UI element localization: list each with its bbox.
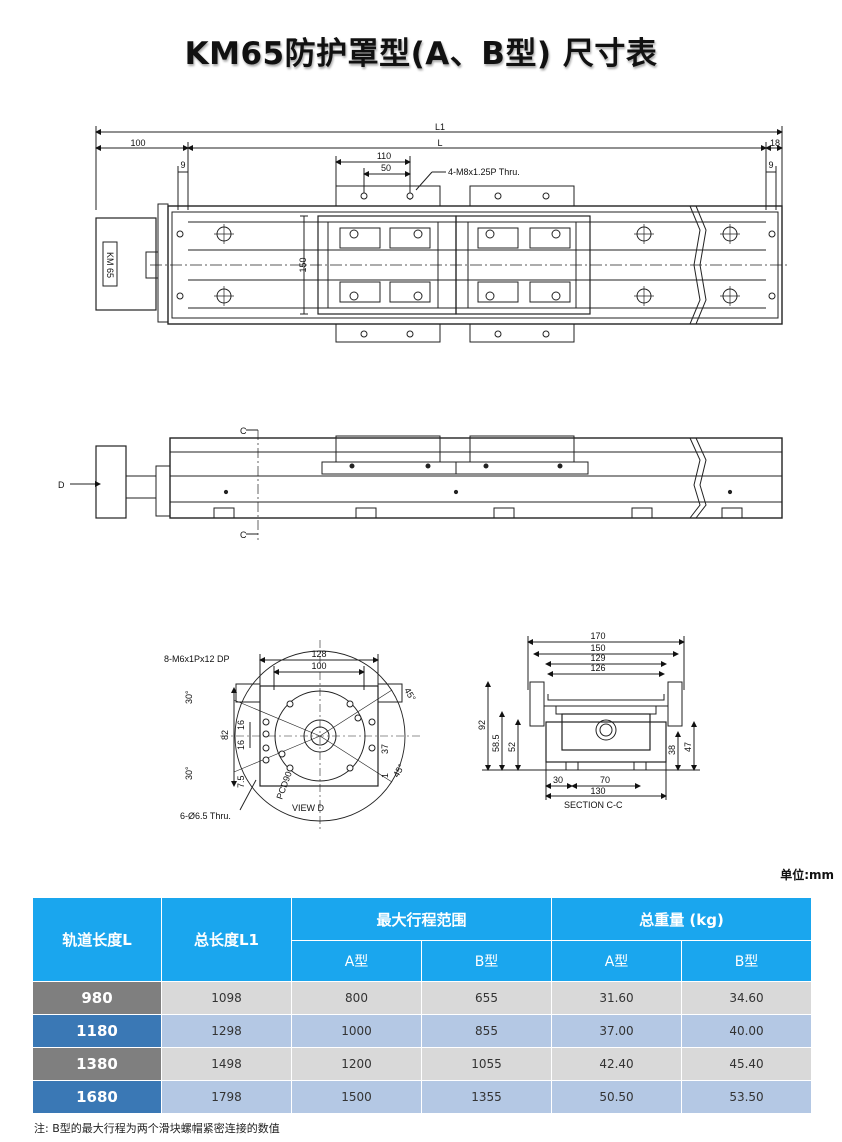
hole-note: 6-Ø6.5 Thru. — [180, 811, 231, 821]
header-weight-type-a: A型 — [551, 940, 683, 982]
dim-150: 150 — [298, 257, 308, 272]
dim-47: 47 — [683, 742, 693, 752]
header-rail-length: 轨道长度L — [32, 897, 162, 982]
technical-drawing: L1 100 L 18 9 9 110 50 4-M8x1.25P Thru. … — [58, 122, 790, 830]
footnote: 注: B型的最大行程为两个滑块螺帽紧密连接的数值 — [34, 1122, 280, 1135]
section-c-bottom: C — [240, 530, 247, 540]
dim-l1: L1 — [435, 122, 445, 132]
dim-37: 37 — [380, 744, 390, 754]
angle-30-top: 30° — [184, 690, 194, 704]
cell-rail-length: 1380 — [32, 1047, 162, 1081]
dim-70: 70 — [600, 775, 610, 785]
header-weight-type-b: B型 — [681, 940, 813, 982]
cell-stroke-b: 1355 — [420, 1080, 553, 1114]
section-c-top: C — [240, 426, 247, 436]
cell-weight-b: 53.50 — [681, 1080, 813, 1114]
cell-rail-length: 1180 — [32, 1014, 162, 1048]
dim-18: 18 — [770, 138, 780, 148]
screw-note: 8-M6x1Px12 DP — [164, 654, 230, 664]
header-total-length: 总长度L1 — [161, 897, 292, 982]
cell-weight-b: 45.40 — [681, 1047, 813, 1081]
cell-stroke-b: 1055 — [420, 1047, 553, 1081]
cell-total-length: 1298 — [161, 1014, 292, 1048]
table-row: 1180 1298 1000 855 37.00 40.00 — [32, 1014, 813, 1048]
cell-weight-a: 37.00 — [551, 1014, 683, 1048]
top-view-labels: L1 100 L 18 9 9 110 50 4-M8x1.25P Thru. … — [105, 122, 780, 278]
dim-7-5: 7.5 — [236, 775, 246, 788]
view-d — [220, 640, 420, 830]
motor-label: KM 65 — [105, 252, 115, 278]
spec-table: 轨道长度L 总长度L1 最大行程范围 总重量 (kg) A型 B型 A型 B型 … — [32, 897, 813, 1114]
header-stroke-type-b: B型 — [420, 940, 553, 982]
cell-rail-length: 980 — [32, 981, 162, 1015]
cell-weight-a: 50.50 — [551, 1080, 683, 1114]
dim-128: 128 — [311, 649, 326, 659]
cell-weight-a: 31.60 — [551, 981, 683, 1015]
table-row: 980 1098 800 655 31.60 34.60 — [32, 981, 813, 1015]
cell-stroke-a: 1200 — [291, 1047, 422, 1081]
view-d-caption: VIEW D — [292, 803, 325, 813]
section-cc-labels: 170 150 129 126 92 58.5 52 38 47 30 70 1… — [477, 631, 693, 810]
header-total-weight: 总重量 (kg) — [551, 897, 813, 941]
section-cc — [482, 636, 700, 800]
cell-stroke-b: 855 — [420, 1014, 553, 1048]
cell-weight-b: 40.00 — [681, 1014, 813, 1048]
view-d-arrow: D — [58, 480, 65, 490]
dim-1: 1 — [380, 773, 390, 778]
table-row: 1380 1498 1200 1055 42.40 45.40 — [32, 1047, 813, 1081]
header-stroke-type-a: A型 — [291, 940, 422, 982]
section-cc-caption: SECTION C-C — [564, 800, 623, 810]
cell-weight-b: 34.60 — [681, 981, 813, 1015]
dim-110: 110 — [377, 151, 391, 161]
dim-92: 92 — [477, 720, 487, 730]
dim-126: 126 — [590, 663, 605, 673]
cell-stroke-b: 655 — [420, 981, 553, 1015]
cell-total-length: 1798 — [161, 1080, 292, 1114]
angle-30-bottom: 30° — [184, 766, 194, 780]
top-view — [95, 126, 790, 343]
cell-total-length: 1098 — [161, 981, 292, 1015]
side-view-labels: C C D — [58, 426, 247, 540]
dim-170: 170 — [590, 631, 605, 641]
cell-rail-length: 1680 — [32, 1080, 162, 1114]
dim-50: 50 — [381, 163, 391, 173]
dim-100: 100 — [130, 138, 145, 148]
dim-82: 82 — [220, 730, 230, 740]
view-d-labels: 8-M6x1Px12 DP 128 100 30° 30° 45° 45° 82… — [164, 649, 418, 821]
cell-total-length: 1498 — [161, 1047, 292, 1081]
angle-45-bottom: 45° — [391, 762, 407, 779]
dim-16b: 16 — [236, 740, 246, 750]
dim-129: 129 — [590, 653, 605, 663]
angle-45-top: 45° — [402, 686, 418, 703]
dim-58-5: 58.5 — [491, 734, 501, 752]
cell-stroke-a: 1000 — [291, 1014, 422, 1048]
dim-9-left: 9 — [180, 160, 185, 170]
cell-stroke-a: 1500 — [291, 1080, 422, 1114]
table-row: 1680 1798 1500 1355 50.50 53.50 — [32, 1080, 813, 1114]
cell-stroke-a: 800 — [291, 981, 422, 1015]
page-title: KM65防护罩型(A、B型) 尺寸表 — [184, 36, 658, 72]
cell-weight-a: 42.40 — [551, 1047, 683, 1081]
dim-9-right: 9 — [768, 160, 773, 170]
pcd-label: PCD90 — [274, 770, 293, 801]
dim-30: 30 — [553, 775, 563, 785]
unit-label: 单位:mm — [780, 868, 834, 882]
dim-16a: 16 — [236, 720, 246, 730]
dim-130: 130 — [590, 786, 605, 796]
dim-52: 52 — [507, 742, 517, 752]
hole-note: 4-M8x1.25P Thru. — [448, 167, 520, 177]
dim-150: 150 — [590, 643, 605, 653]
header-max-stroke: 最大行程范围 — [290, 897, 553, 941]
dim-100: 100 — [311, 661, 326, 671]
dim-38: 38 — [667, 745, 677, 755]
dim-l: L — [437, 138, 442, 148]
side-view — [70, 429, 783, 540]
